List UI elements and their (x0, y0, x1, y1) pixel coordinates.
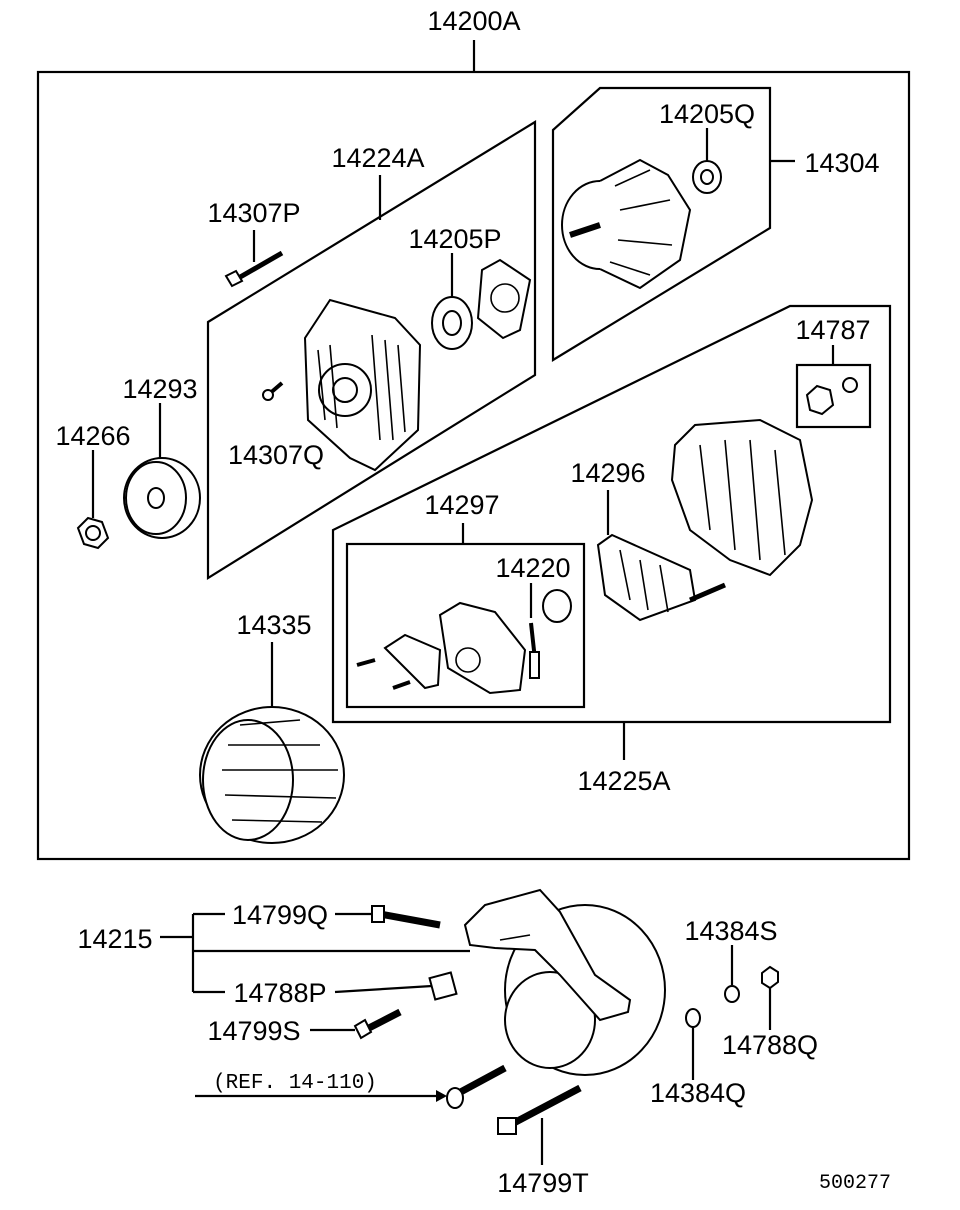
rear-bracket-frame (206, 120, 537, 580)
pulley-icon (123, 403, 201, 539)
label-bracket-kit: 14215 (77, 924, 152, 954)
label-diagram-no: 500277 (819, 1172, 891, 1195)
rectifier-icon (596, 490, 726, 622)
label-terminal-set: 14787 (795, 315, 870, 345)
bearing-plate-icon (476, 258, 532, 340)
label-front-bracket: 14225A (577, 766, 670, 796)
ref-bolt-icon (446, 1064, 507, 1109)
stator-icon (199, 642, 345, 844)
bracket-kit-leaders (160, 912, 470, 1102)
label-bearing-front: 14205Q (659, 99, 755, 129)
label-thru-bolt: 14307P (207, 198, 300, 228)
bolt-c-icon (497, 1084, 582, 1165)
label-stator: 14335 (236, 610, 311, 640)
bolt-b-icon (353, 1008, 402, 1040)
label-assembly: 14200A (427, 6, 520, 36)
label-brush-holder: 14297 (424, 490, 499, 520)
label-rectifier: 14296 (570, 458, 645, 488)
label-washer-b: 14384Q (650, 1078, 746, 1108)
label-bolt-c: 14799T (497, 1168, 589, 1198)
rear-bearing-icon (431, 253, 473, 350)
screw-icon (262, 381, 284, 401)
bolt-a-icon (371, 905, 441, 929)
label-washer-a: 14384S (684, 916, 777, 946)
rotor-frame (551, 86, 772, 362)
brush-icon (529, 583, 572, 679)
label-ref: (REF. 14-110) (213, 1072, 377, 1095)
rear-bracket-housing (303, 298, 422, 472)
label-brush: 14220 (495, 553, 570, 583)
terminal-nuts-icon (805, 377, 858, 416)
front-bearing-icon (692, 128, 722, 194)
alternator-body (463, 888, 666, 1076)
label-nut-b: 14788Q (722, 1030, 818, 1060)
label-nut: 14266 (55, 421, 130, 451)
label-pulley: 14293 (122, 374, 197, 404)
label-nut-square: 14788P (233, 978, 326, 1008)
rotor-icon (561, 158, 692, 290)
brush-holder-icon (356, 601, 527, 695)
square-nut-icon (428, 971, 458, 1001)
label-rotor: 14304 (804, 148, 879, 178)
pulley-nut-icon (76, 450, 110, 550)
nut-b-icon (761, 965, 779, 1030)
label-screw: 14307Q (228, 440, 324, 470)
label-bearing-rear: 14205P (408, 224, 501, 254)
front-bracket-housing (670, 418, 814, 577)
front-bracket-frame (331, 304, 892, 724)
thru-bolt-icon (224, 230, 284, 288)
label-bolt-a: 14799Q (232, 900, 328, 930)
label-bolt-b: 14799S (207, 1016, 300, 1046)
washer-a-icon (724, 945, 740, 1003)
washer-b-icon (685, 1008, 701, 1080)
label-rear-bracket: 14224A (331, 143, 424, 173)
brush-holder-frame (345, 542, 586, 709)
